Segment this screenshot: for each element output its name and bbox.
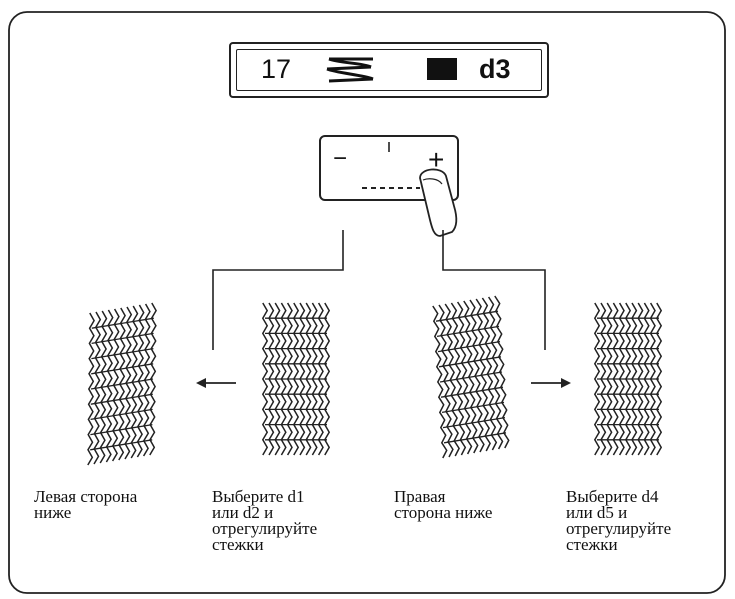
left-side-lower-sample — [87, 302, 157, 466]
caption-left-side-lower: Левая сторона ниже — [34, 487, 138, 522]
even-sample-right — [593, 302, 663, 456]
stitch-row — [440, 386, 504, 398]
caption-line: Левая сторона — [34, 487, 138, 506]
right-connector — [442, 230, 546, 350]
right-side-lower-sample — [432, 295, 510, 459]
stitch-row — [90, 423, 153, 436]
stitch-strand — [593, 302, 601, 456]
plus-label: + — [428, 144, 445, 175]
stitch-row — [436, 325, 500, 338]
caption-line: Выберите d1 — [212, 487, 305, 506]
caption-line: отрегулируйте — [566, 519, 672, 538]
stitch-pattern-icon — [326, 57, 374, 83]
right-arrow-icon — [561, 378, 571, 388]
lcd-display: 17 d3 — [229, 42, 549, 98]
pointing-finger-icon — [419, 168, 458, 237]
stitch-strand — [432, 305, 448, 459]
outer-frame — [8, 11, 726, 594]
stitch-row — [439, 371, 503, 383]
caption-line: сторона ниже — [394, 503, 493, 522]
stitch-row — [90, 393, 153, 405]
lcd-display-inner-frame — [236, 49, 542, 91]
connector-lines — [196, 230, 571, 388]
stitch-strand — [87, 312, 95, 466]
caption-line: стежки — [566, 535, 618, 554]
stitch-row — [90, 439, 153, 451]
adjust-panel — [319, 135, 459, 237]
caption-right-side-lower: Правая сторона ниже — [394, 487, 493, 522]
pattern-number: 17 — [261, 54, 292, 84]
stitch-row — [443, 432, 507, 444]
square-block-icon — [427, 58, 457, 80]
caption-line: ниже — [34, 503, 72, 522]
stitch-row — [442, 416, 506, 429]
caption-select-d4-d5: Выберите d4 или d5 и отрегулируйте стежк… — [566, 487, 672, 554]
stitch-row — [437, 340, 501, 353]
stitch-row — [90, 378, 154, 390]
caption-line: отрегулируйте — [212, 519, 318, 538]
mode-code: d3 — [479, 54, 511, 84]
caption-line: стежки — [212, 535, 264, 554]
stitch-strand — [261, 302, 269, 456]
caption-line: Выберите d4 — [566, 487, 659, 506]
stitch-row — [90, 408, 153, 421]
stitch-row — [91, 363, 154, 375]
caption-line: или d2 и — [212, 503, 274, 522]
left-arrow-icon — [196, 378, 206, 388]
stitch-samples — [87, 295, 663, 466]
stitch-row — [91, 317, 154, 329]
even-sample-left — [261, 302, 331, 456]
left-connector — [212, 230, 344, 350]
stitch-row — [441, 401, 505, 414]
minus-label: − — [333, 145, 348, 172]
caption-select-d1-d2: Выберите d1 или d2 и отрегулируйте стежк… — [212, 487, 318, 554]
stitch-row — [438, 356, 502, 368]
stitch-row — [91, 347, 154, 360]
caption-line: Правая — [394, 487, 446, 506]
stitch-row — [435, 310, 499, 322]
stitch-row — [91, 332, 154, 345]
caption-line: или d5 и — [566, 503, 628, 522]
